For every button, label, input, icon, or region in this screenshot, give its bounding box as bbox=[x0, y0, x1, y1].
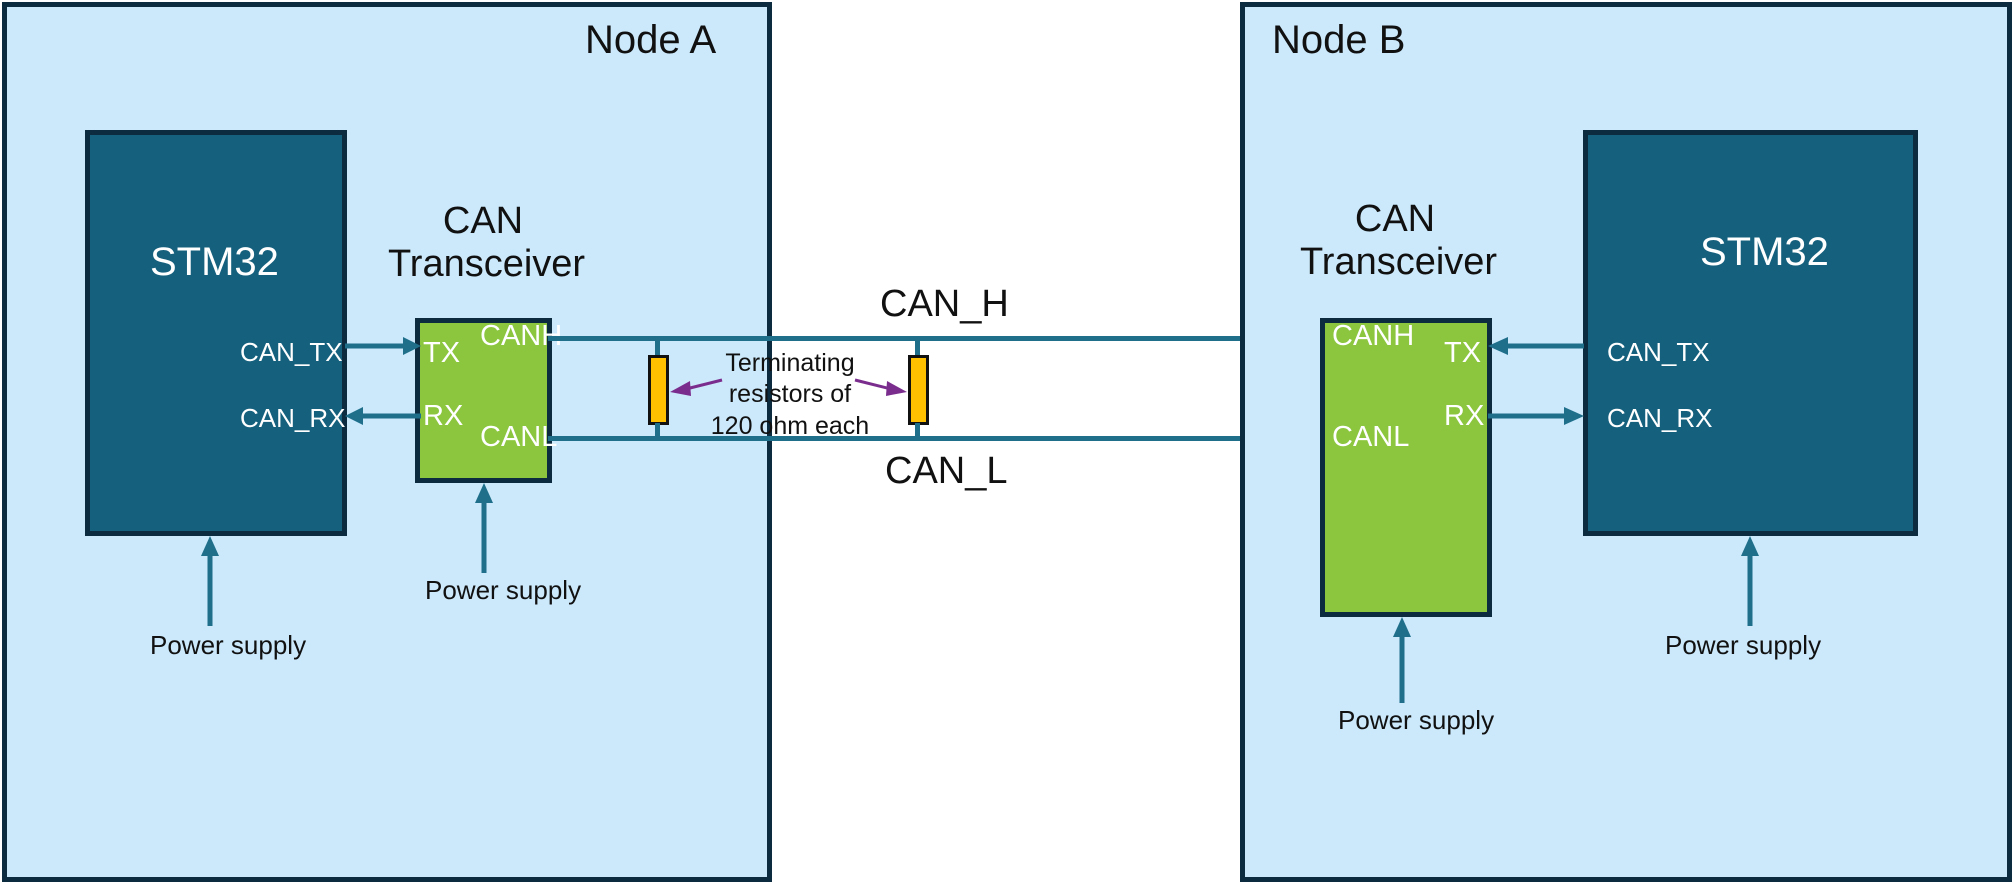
node-a-mcu-power-label: Power supply bbox=[150, 630, 307, 660]
node-b-mcu-power-label: Power supply bbox=[1665, 630, 1822, 660]
node-b-transceiver-title-line2: Transceiver bbox=[1300, 240, 1498, 283]
can-low-bus-line bbox=[548, 436, 1480, 441]
node-b-mcu-label: STM32 bbox=[1700, 230, 1829, 274]
termination-arrow-left bbox=[670, 378, 723, 396]
node-a-transceiver-pin-canl: CANL bbox=[480, 421, 558, 453]
node-b-tx-arrow bbox=[1488, 337, 1584, 355]
node-b-mcu-box bbox=[1583, 130, 1918, 536]
node-a-transceiver-pin-rx: RX bbox=[423, 400, 464, 432]
node-a-transceiver-box bbox=[415, 318, 552, 483]
node-a-tx-arrow bbox=[345, 337, 421, 355]
terminating-resistor-left bbox=[648, 355, 669, 425]
termination-annotation: Terminating resistors of 120 ohm each bbox=[705, 348, 875, 442]
node-b-mcu-pin-rx: CAN_RX bbox=[1607, 403, 1713, 433]
node-a-mcu-pin-tx: CAN_TX bbox=[240, 337, 343, 367]
node-b-transceiver-pin-tx: TX bbox=[1444, 337, 1482, 369]
node-a-rx-arrow bbox=[345, 407, 421, 425]
termination-arrow-right bbox=[854, 378, 907, 396]
node-a-transceiver-title-line2: Transceiver bbox=[388, 242, 586, 285]
node-b-transceiver-pin-canh: CANH bbox=[1332, 320, 1415, 352]
node-a-transceiver-pin-tx: TX bbox=[423, 337, 461, 369]
node-b-transceiver-power-label: Power supply bbox=[1338, 705, 1495, 735]
termination-annotation-line3: 120 ohm each bbox=[710, 411, 870, 440]
can-high-bus-label: CAN_H bbox=[880, 283, 1009, 325]
resistor-right-stub-top bbox=[915, 336, 920, 358]
node-a-transceiver-title-line1: CAN bbox=[442, 200, 524, 242]
termination-annotation-line2: resistors of bbox=[728, 380, 852, 409]
resistor-right-stub-bottom bbox=[915, 423, 920, 441]
node-b-transceiver-title: CAN Transceiver bbox=[1300, 198, 1498, 283]
node-a-transceiver-power-label: Power supply bbox=[425, 575, 582, 605]
can-low-bus-label: CAN_L bbox=[885, 450, 1008, 492]
node-a-mcu-label: STM32 bbox=[150, 240, 279, 284]
node-a-transceiver-power-arrow bbox=[475, 483, 493, 573]
resistor-left-stub-top bbox=[655, 336, 660, 358]
node-a-mcu-power-arrow bbox=[201, 536, 219, 626]
terminating-resistor-right bbox=[908, 355, 929, 425]
node-b-transceiver-pin-rx: RX bbox=[1444, 400, 1485, 432]
node-b-rx-arrow bbox=[1488, 407, 1584, 425]
resistor-left-stub-bottom bbox=[655, 423, 660, 441]
node-a-mcu-pin-rx: CAN_RX bbox=[240, 403, 346, 433]
node-a-title: Node A bbox=[585, 18, 717, 62]
node-b-mcu-power-arrow bbox=[1741, 536, 1759, 626]
node-b-transceiver-box bbox=[1320, 318, 1492, 617]
node-b-transceiver-pin-canl: CANL bbox=[1332, 421, 1410, 453]
node-b-transceiver-power-arrow bbox=[1393, 617, 1411, 703]
termination-annotation-line1: Terminating bbox=[725, 349, 855, 377]
node-b-title: Node B bbox=[1272, 18, 1406, 62]
can-high-bus-line bbox=[548, 336, 1480, 341]
node-b-transceiver-title-line1: CAN bbox=[1354, 198, 1436, 240]
node-b-mcu-pin-tx: CAN_TX bbox=[1607, 337, 1710, 367]
node-a-mcu-box bbox=[85, 130, 347, 536]
node-a-transceiver-title: CAN Transceiver bbox=[388, 200, 586, 285]
